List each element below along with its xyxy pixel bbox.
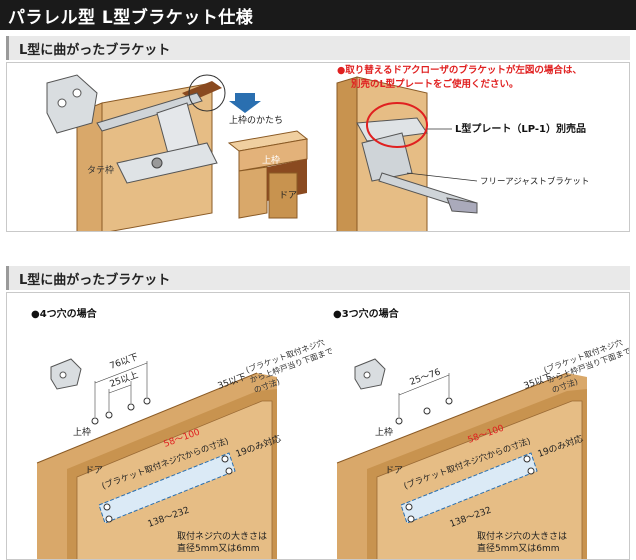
section-2-heading: L型に曲がったブラケット	[6, 266, 630, 290]
down-arrow-icon	[229, 93, 261, 113]
dim-25-76-label: 25〜76	[409, 367, 443, 387]
section-2-illustration: ●4つ穴の場合 76以下 25以上 35以下 (ブラケット取付ネジ穴	[31, 307, 629, 559]
door-label-right: ドア	[385, 466, 403, 476]
title-bar: パラレル型 L型ブラケット仕様	[0, 0, 636, 30]
kamiwaku-shape-label: 上枠のかたち	[229, 114, 283, 126]
tatewaku-label: タテ枠	[87, 164, 114, 176]
kamiwaku-label-right: 上枠	[375, 426, 393, 438]
door-label-left: ドア	[85, 466, 103, 476]
three-hole-case: ●3つ穴の場合 25〜76 35以下 (ブラケット取付ネジ穴 から上枠戸当り下面…	[333, 307, 629, 559]
section-1-heading: L型に曲がったブラケット	[6, 36, 630, 60]
section-2-heading-text: L型に曲がったブラケット	[19, 273, 171, 288]
free-adjust-bracket-label: フリーアジャストブラケット	[480, 176, 589, 187]
door-label: ドア	[279, 191, 297, 201]
section-2-panel: ●4つ穴の場合 76以下 25以上 35以下 (ブラケット取付ネジ穴	[6, 292, 630, 560]
four-hole-title: ●4つ穴の場合	[31, 307, 98, 320]
hole-size-line-1-right: 取付ネジ穴の大きさは	[477, 530, 567, 542]
frame-cross-section	[227, 130, 309, 219]
four-hole-case: ●4つ穴の場合 76以下 25以上 35以下 (ブラケット取付ネジ穴	[31, 307, 334, 559]
hole-size-line-1: 取付ネジ穴の大きさは	[177, 530, 267, 542]
section-1-panel: タテ枠 上枠のかたち 上枠 ドア ●取り替えるドアクロー	[6, 62, 630, 232]
lplate-label: L型プレート（LP-1）別売品	[455, 122, 586, 135]
section-1-heading-text: L型に曲がったブラケット	[19, 43, 171, 58]
page-title: パラレル型 L型ブラケット仕様	[8, 8, 254, 28]
kamiwaku-label: 上枠	[262, 154, 280, 166]
section-1-illustration: タテ枠 上枠のかたち 上枠 ドア ●取り替えるドアクロー	[46, 64, 589, 231]
door-closer-drawing: タテ枠	[46, 74, 226, 231]
hole-size-line-2: 直径5mm又は6mm	[177, 542, 260, 554]
kamiwaku-label-left: 上枠	[73, 426, 91, 438]
hole-size-line-2-right: 直径5mm又は6mm	[477, 542, 560, 554]
three-hole-title: ●3つ穴の場合	[333, 307, 400, 320]
dim-76-label: 76以下	[109, 352, 140, 371]
note-line-1: ●取り替えるドアクローザのブラケットが左図の場合は、	[337, 64, 582, 76]
lplate-drawing	[336, 76, 478, 231]
dim-25-label: 25以上	[108, 369, 139, 389]
note-line-2: 別売のL型プレートをご使用ください。	[350, 78, 519, 90]
